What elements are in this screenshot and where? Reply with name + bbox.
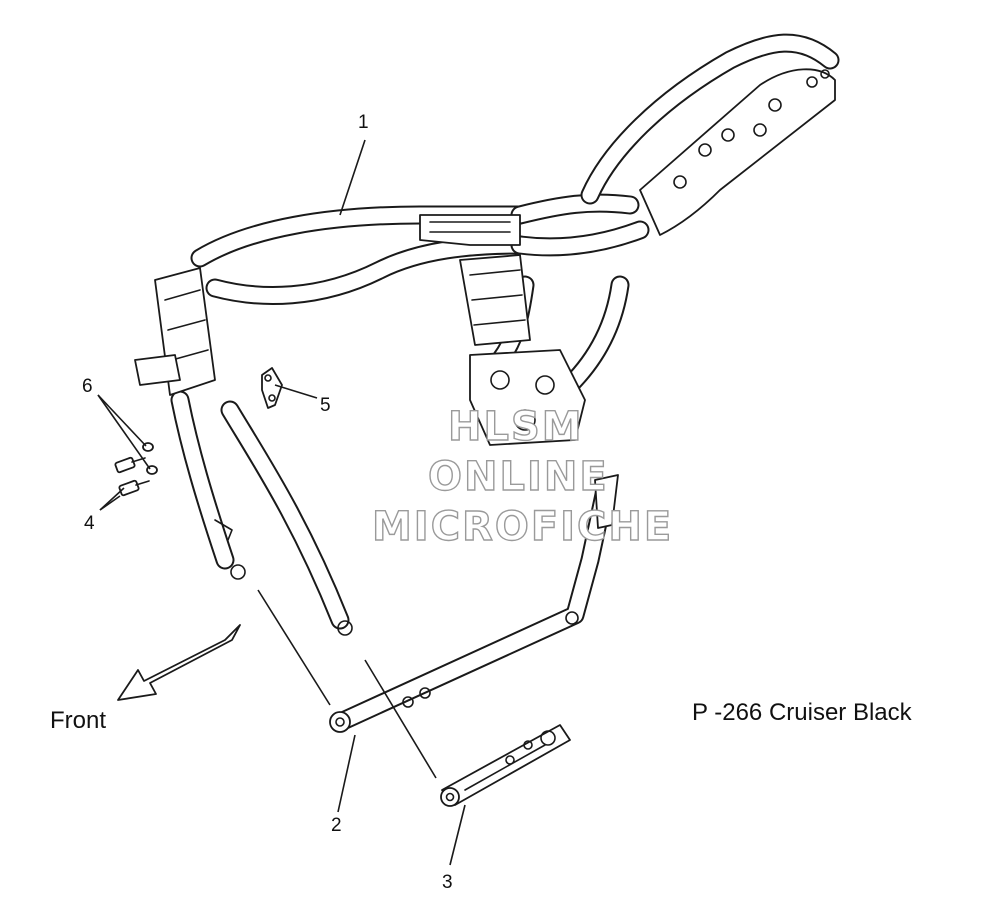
model-label: P -266 Cruiser Black xyxy=(692,699,912,726)
callout-1: 1 xyxy=(358,112,369,133)
engine-mount-bracket xyxy=(459,254,531,346)
tank-gusset xyxy=(419,214,521,246)
callout-6: 6 xyxy=(82,376,93,397)
swingarm-pivot-casting xyxy=(469,349,586,446)
callout-3: 3 xyxy=(442,872,453,893)
rear-plate-holes xyxy=(673,69,830,189)
watermark-line-2: ONLINE xyxy=(427,454,609,500)
callout-2: 2 xyxy=(331,815,342,836)
part-2-lower-rail xyxy=(329,474,619,733)
callout-4: 4 xyxy=(84,513,95,534)
front-direction-arrow xyxy=(117,624,241,701)
part-3-bracket xyxy=(440,724,571,807)
rear-side-plate xyxy=(639,68,836,236)
front-label: Front xyxy=(50,707,107,734)
leader-lines xyxy=(97,139,466,866)
part-5-bracket xyxy=(261,367,283,409)
part-4-bolts xyxy=(114,456,150,497)
watermark-line-3: MICROFICHE xyxy=(371,504,674,550)
callout-5: 5 xyxy=(320,395,331,416)
watermark-line-1: HLSM xyxy=(447,404,584,450)
